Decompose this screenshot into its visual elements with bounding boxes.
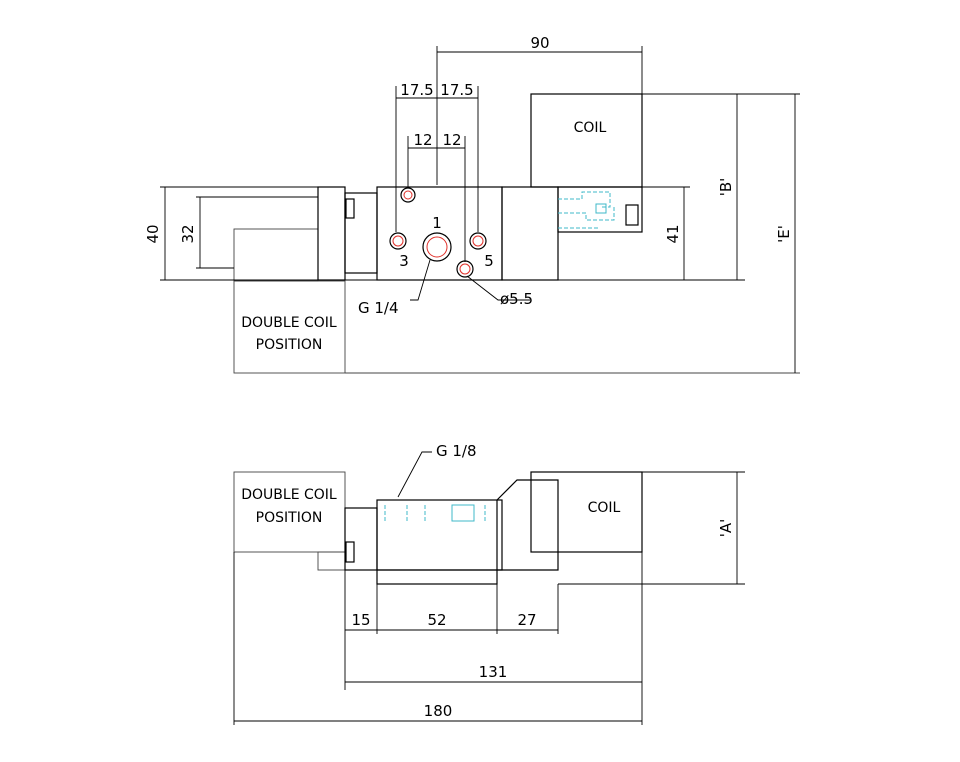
right-end-block [501,186,559,281]
coil-bottom-label: COIL [588,500,621,516]
dim-41: 41 [664,224,682,243]
dim-32: 32 [179,224,197,243]
double-coil-ghost-upper [233,228,319,282]
dim-12-left: 12 [413,131,432,149]
dim-131: 131 [479,663,508,681]
callout-g14: G 1/4 [358,299,399,317]
coil-top-label: COIL [574,120,607,136]
top-view [160,46,800,374]
dim-12-right: 12 [442,131,461,149]
dim-e: 'E' [775,225,793,243]
left-end-cap [317,186,346,281]
bottom-view [233,451,745,725]
double-coil-top-line2: POSITION [256,337,323,353]
dim-52: 52 [427,611,446,629]
double-coil-bottom-line2: POSITION [256,510,323,526]
double-coil-top-line1: DOUBLE COIL [241,315,337,331]
coil-top [530,93,643,188]
double-coil-bottom-line1: DOUBLE COIL [241,487,337,503]
dim-a: 'A' [717,519,735,538]
coil-bottom [530,471,643,553]
dim-27: 27 [517,611,536,629]
dim-b: 'B' [717,178,735,197]
callout-g18: G 1/8 [436,442,477,460]
dim-17-5-left: 17.5 [400,81,433,99]
port-1: 1 [432,214,442,232]
dim-17-5-right: 17.5 [440,81,473,99]
port-5: 5 [484,252,494,270]
dim-15: 15 [351,611,370,629]
double-coil-position-box [233,280,346,374]
callout-hole: ø5.5 [500,290,533,308]
valve-body-bottom [376,499,503,571]
left-override-bottom [344,507,378,571]
dim-40: 40 [144,224,162,243]
left-manual-override [344,192,378,274]
dim-180: 180 [424,702,453,720]
dim-90: 90 [530,34,549,52]
port-3: 3 [399,252,409,270]
